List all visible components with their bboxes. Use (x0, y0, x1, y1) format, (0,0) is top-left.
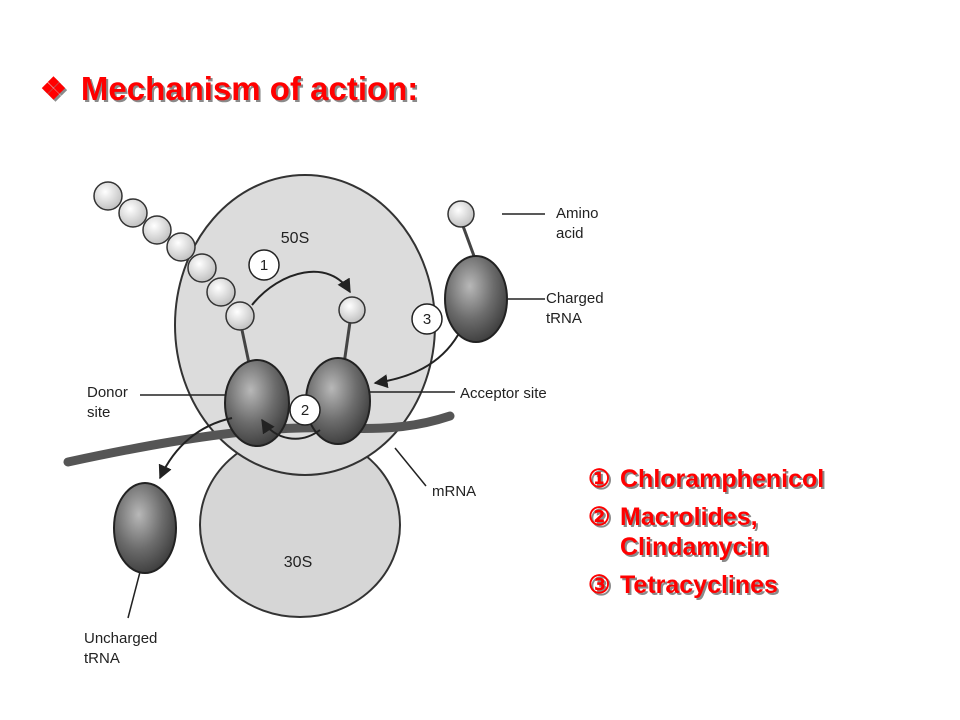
label-30s: 30S (284, 554, 312, 571)
uncharged-trna (113, 482, 177, 574)
drug-item-tetracyclines: ③ Tetracyclines (588, 570, 948, 600)
drug-name: Tetracyclines (620, 571, 778, 599)
step-3-arrow (373, 334, 459, 389)
svg-text:3: 3 (423, 311, 431, 328)
diamond-bullet-icon: ❖ (40, 72, 67, 106)
label-acceptor-site: Acceptor site (460, 385, 547, 402)
charged-trna (444, 255, 508, 343)
peptide-chain (93, 181, 255, 331)
label-amino: Amino (556, 205, 599, 222)
drug-name: Macrolides, (620, 503, 758, 531)
drug-name: Chloramphenicol (620, 465, 825, 493)
drug-name: Clindamycin (620, 533, 769, 561)
label-charged-trna: tRNA (546, 310, 582, 327)
circled-number: ③ (588, 571, 611, 599)
step-2-arrow (261, 418, 321, 440)
step-3-marker: 3 (411, 303, 443, 335)
mrna-strand (63, 411, 455, 467)
label-charged: Charged (546, 290, 604, 307)
drug-list: ① Chloramphenicol ② Macrolides, Clindamy… (588, 464, 948, 608)
svg-text:2: 2 (301, 402, 309, 419)
label-50s: 50S (281, 230, 309, 247)
label-site: site (87, 404, 110, 421)
step-2-marker: 2 (289, 394, 321, 426)
circled-number: ① (588, 465, 611, 493)
circled-number: ② (588, 503, 611, 531)
step-1-marker: 1 (248, 249, 280, 281)
free-amino-acid (447, 200, 475, 228)
donor-site-trna (224, 359, 290, 447)
step-1-arrow (251, 270, 351, 306)
svg-text:1: 1 (260, 257, 268, 274)
label-uncharged-trna: tRNA (84, 650, 120, 667)
label-acid: acid (556, 225, 584, 242)
label-uncharged: Uncharged (84, 630, 157, 647)
drug-item-macrolides: ② Macrolides, Clindamycin (588, 502, 948, 562)
drug-item-chloramphenicol: ① Chloramphenicol (588, 464, 948, 494)
slide-title-text: Mechanism of action: (80, 70, 419, 107)
label-mrna: mRNA (432, 483, 476, 500)
acceptor-amino-acid (338, 296, 366, 324)
label-donor: Donor (87, 384, 128, 401)
slide-title: ❖ Mechanism of action: (40, 70, 418, 108)
exit-arrow (158, 417, 233, 480)
